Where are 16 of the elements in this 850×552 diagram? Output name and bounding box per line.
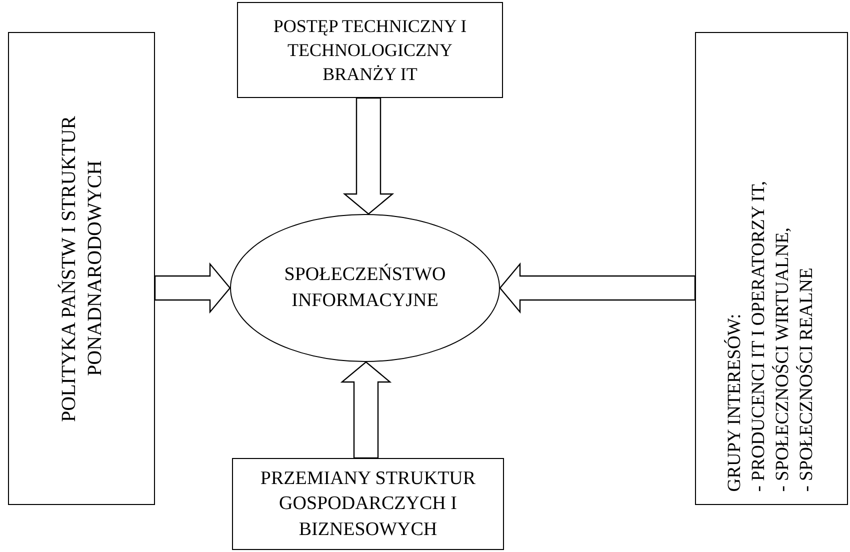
block-arrow [340, 361, 392, 459]
block-arrow [342, 97, 394, 215]
process-box [232, 458, 504, 550]
block-arrow [154, 262, 231, 314]
node-label: - SPOŁECZNOŚCI WIRTUALNE, [772, 226, 794, 492]
node-label: GRUPY INTERESÓW: [724, 313, 746, 492]
node-label: POSTĘP TECHNICZNY I TECHNOLOGICZNY BRANŻY IT [272, 14, 468, 86]
node-label: - SPOŁECZNOŚCI REALNE [796, 266, 819, 492]
node-label: POLITYKA PAŃSTW I STRUKTUR PONADNARODOWYCH [56, 114, 106, 424]
process-box [695, 32, 848, 505]
node-label: - PRODUCENCI IT I OPERATORZY IT, [748, 181, 770, 492]
process-box [237, 2, 503, 98]
node-label: SPOŁECZEŃSTWO INFORMACYJNE [283, 262, 447, 313]
node-label: PRZEMIANY STRUKTUR GOSPODARCZYCH I BIZNESOWYCH [259, 466, 477, 542]
process-box [8, 32, 155, 505]
block-arrow [499, 262, 696, 314]
